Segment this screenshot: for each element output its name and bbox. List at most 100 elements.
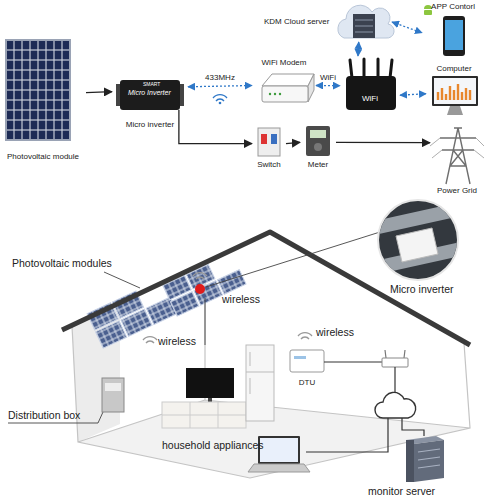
callout-label: wireless [158, 336, 196, 348]
modem-top [262, 74, 314, 86]
switch: Switch [252, 126, 286, 170]
chart-bar [438, 84, 470, 100]
device-print: Micro Inverter [128, 89, 171, 97]
computer: Computer [426, 64, 482, 118]
router-antenna [385, 350, 405, 358]
node-caption: Micro inverter [126, 120, 174, 130]
meter-dial [314, 143, 322, 151]
fridge [246, 345, 274, 421]
app-control: APP Contorl [422, 2, 484, 58]
node-caption: KDM Cloud server [264, 17, 329, 27]
cloud-server: KDM Cloud server [264, 2, 392, 42]
wireless-link [392, 22, 422, 33]
cloud-icon [375, 392, 416, 418]
power-connector [86, 91, 112, 93]
fridge-door [246, 352, 274, 394]
wireless-icon [219, 102, 222, 105]
power-connector [336, 142, 430, 144]
dtu-device [290, 350, 324, 372]
server-slot [355, 20, 373, 32]
phone-body [443, 16, 465, 56]
laptop-display [260, 438, 298, 462]
node-caption: Switch [257, 160, 281, 170]
server-slot [418, 449, 440, 468]
device-brand: SMART [143, 82, 160, 88]
callout-label: household appliances [162, 440, 264, 452]
modem-light [274, 93, 276, 95]
phone-screen [445, 20, 463, 50]
node-caption: Photovoltaic module [7, 152, 79, 162]
node-caption: WiFi Modem [262, 58, 307, 68]
edge-label: WiFi [320, 74, 336, 83]
node-caption: Power Grid [437, 186, 477, 196]
android-icon [424, 10, 432, 15]
monitor-stand [447, 106, 463, 115]
home-router [382, 358, 408, 367]
callout-label: monitor server [368, 486, 435, 498]
router-antenna [350, 59, 392, 78]
wireless-link [316, 85, 340, 86]
modem-side [308, 74, 314, 102]
inverter-unit [396, 228, 438, 262]
inverter-body [120, 80, 180, 110]
node-caption: Computer [436, 64, 471, 74]
power-grid: Power Grid [430, 124, 484, 196]
power-connector [286, 142, 300, 143]
modem-light [269, 93, 271, 95]
laptop-base [248, 464, 310, 472]
node-caption: DTU [299, 378, 315, 388]
node-caption: APP Contorl [431, 2, 475, 12]
breaker-row [105, 383, 121, 391]
tv-stand [208, 398, 212, 402]
wireless-link [357, 42, 359, 56]
callout-label: Photovoltaic modules [12, 258, 112, 270]
node-caption: Meter [308, 160, 328, 170]
modem-front [262, 86, 308, 102]
wifi-modem: WiFi Modem [252, 58, 316, 108]
wireless-icon [193, 273, 207, 279]
callout-label: wireless [222, 294, 260, 306]
cloud-shape [338, 5, 394, 38]
dtu-light [294, 356, 306, 359]
power-line [430, 138, 484, 158]
network-wire [394, 367, 395, 393]
monitor-screen [434, 78, 476, 104]
switch-toggle [261, 134, 267, 144]
switch-body [258, 128, 280, 156]
callout-label: Micro inverter [390, 284, 454, 296]
leader-line [104, 272, 140, 288]
edge-label: 433MHz [205, 74, 235, 83]
inverter-bracket [116, 84, 120, 106]
leader-line [205, 298, 206, 345]
server-front [414, 440, 444, 482]
solar-panel [6, 40, 70, 140]
network-wire [324, 361, 382, 362]
power-connector [179, 130, 252, 144]
television [186, 368, 234, 398]
switch-toggle [271, 134, 277, 144]
wireless-icon [213, 95, 227, 101]
ac-wire [178, 110, 179, 130]
wireless-link [400, 94, 426, 96]
router-body [346, 76, 396, 110]
server-side [406, 440, 414, 482]
wifi-router: WiFi [340, 56, 400, 112]
wireless-link [188, 86, 252, 87]
pylon [440, 128, 476, 184]
inverter-marker [195, 284, 205, 294]
monitor-frame [432, 76, 478, 106]
meter-body [306, 126, 330, 156]
wireless-icon [298, 333, 312, 339]
cabinet-drawer [162, 402, 246, 428]
meter-screen [310, 130, 326, 138]
pv-module: Photovoltaic module [0, 38, 86, 162]
wireless-icon [143, 337, 157, 343]
distribution-box [102, 378, 124, 412]
tv-cabinet [162, 402, 246, 428]
meter: Meter [300, 124, 336, 170]
inverter-bracket [180, 84, 184, 106]
dtu: DTU [282, 346, 332, 388]
leader-line [206, 232, 380, 287]
server-rack [353, 14, 375, 38]
